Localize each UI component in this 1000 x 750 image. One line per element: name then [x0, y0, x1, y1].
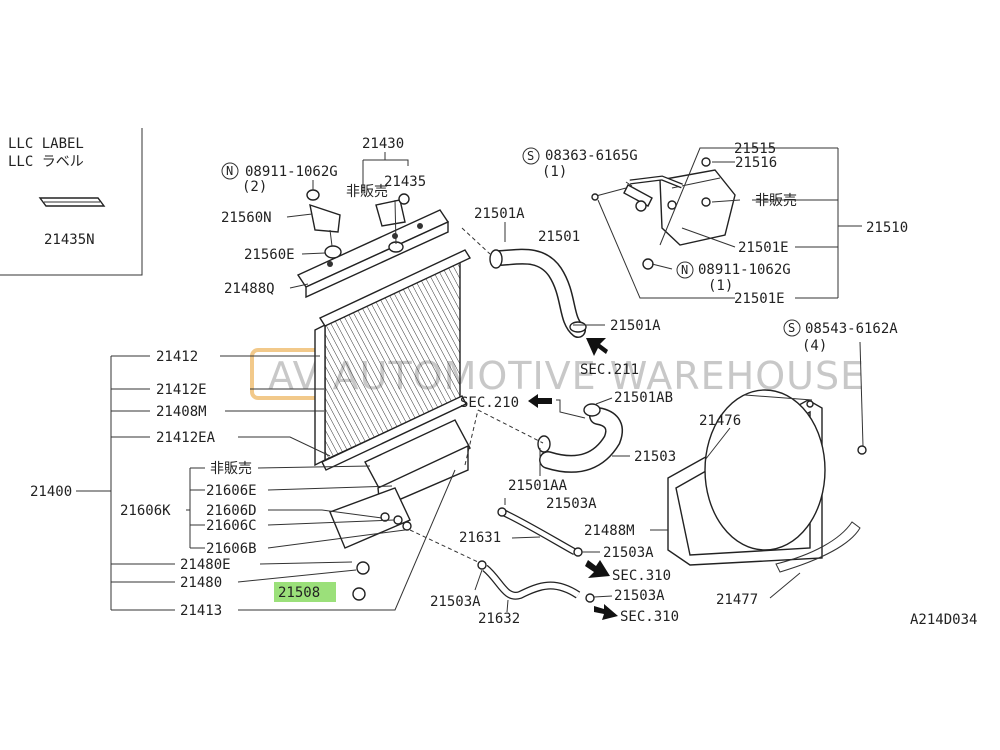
- reservoir-tank: [591, 157, 736, 270]
- label-not-for-sale-right: 非販売: [755, 193, 797, 209]
- section-arrows: [528, 338, 618, 620]
- label-21501[interactable]: 21501: [538, 229, 580, 245]
- label-21408m[interactable]: 21408M: [156, 404, 207, 420]
- label-21632[interactable]: 21632: [478, 611, 520, 627]
- circled-s-icon: [783, 319, 801, 337]
- label-21412[interactable]: 21412: [156, 349, 198, 365]
- label-21412e[interactable]: 21412E: [156, 382, 207, 398]
- label-21606c[interactable]: 21606C: [206, 518, 257, 534]
- label-sec310-1[interactable]: SEC.310: [612, 568, 671, 584]
- label-21480[interactable]: 21480: [180, 575, 222, 591]
- svg-text:S: S: [788, 321, 795, 335]
- label-21430[interactable]: 21430: [362, 136, 404, 152]
- svg-text:N: N: [226, 164, 233, 178]
- label-21503a-3[interactable]: 21503A: [614, 588, 665, 604]
- top-mounts: [306, 189, 410, 259]
- upper-hose: [489, 248, 587, 338]
- label-21488m[interactable]: 21488M: [584, 523, 635, 539]
- label-sec210[interactable]: SEC.210: [460, 395, 519, 411]
- label-21501a-mid[interactable]: 21501A: [610, 318, 661, 334]
- label-21510[interactable]: 21510: [866, 220, 908, 236]
- label-21501e-2[interactable]: 21501E: [734, 291, 785, 307]
- label-08911-top[interactable]: 08911-1062G: [245, 164, 338, 180]
- label-21435n: 21435N: [44, 232, 95, 248]
- small-hoses: [477, 507, 595, 603]
- label-21606d[interactable]: 21606D: [206, 503, 257, 519]
- symbols: N S N S: [221, 147, 801, 337]
- label-21516[interactable]: 21516: [735, 155, 777, 171]
- label-21631[interactable]: 21631: [459, 530, 501, 546]
- arrow-sec210-icon: [528, 394, 552, 408]
- label-qty-1a: (1): [542, 164, 567, 180]
- llc-label-inset: LLC LABEL LLC ラベル 21435N: [0, 128, 143, 276]
- lower-bracket: [329, 419, 471, 601]
- radiator-core: [314, 249, 472, 471]
- label-21413[interactable]: 21413: [180, 603, 222, 619]
- label-21435[interactable]: 21435: [384, 174, 426, 190]
- label-21501aa[interactable]: 21501AA: [508, 478, 568, 494]
- label-qty-2: (2): [242, 179, 267, 195]
- label-21606k[interactable]: 21606K: [120, 503, 171, 519]
- label-21477[interactable]: 21477: [716, 592, 758, 608]
- label-21606e[interactable]: 21606E: [206, 483, 257, 499]
- circled-n-icon: [676, 261, 694, 279]
- diagram-code: A214D034: [910, 612, 977, 628]
- label-21503a-1[interactable]: 21503A: [546, 496, 597, 512]
- label-08543[interactable]: 08543-6162A: [805, 321, 898, 337]
- label-21560n[interactable]: 21560N: [221, 210, 272, 226]
- label-08911-right[interactable]: 08911-1062G: [698, 262, 791, 278]
- label-21488q[interactable]: 21488Q: [224, 281, 275, 297]
- inset-title-jp: LLC ラベル: [8, 154, 84, 170]
- circled-s-icon: [522, 147, 540, 165]
- fan-shroud: [667, 389, 867, 573]
- label-21501a-top[interactable]: 21501A: [474, 206, 525, 222]
- label-sec310-2[interactable]: SEC.310: [620, 609, 679, 625]
- label-21515[interactable]: 21515: [734, 141, 776, 157]
- upper-support: [296, 209, 450, 299]
- label-sec211[interactable]: SEC.211: [580, 362, 639, 378]
- svg-text:N: N: [681, 263, 688, 277]
- label-qty-4: (4): [802, 338, 827, 354]
- label-not-for-sale-left: 非販売: [210, 461, 252, 477]
- label-21503a-4[interactable]: 21503A: [430, 594, 481, 610]
- label-21560e[interactable]: 21560E: [244, 247, 295, 263]
- arrow-sec310-2-icon: [594, 604, 618, 620]
- label-21412ea[interactable]: 21412EA: [156, 430, 216, 446]
- label-21476[interactable]: 21476: [699, 413, 741, 429]
- leader-lines: [76, 147, 864, 613]
- arrow-sec310-1-icon: [585, 560, 610, 578]
- label-21400[interactable]: 21400: [30, 484, 72, 500]
- label-21503a-2[interactable]: 21503A: [603, 545, 654, 561]
- highlight-21508: [274, 582, 336, 602]
- label-21501ab[interactable]: 21501AB: [614, 390, 673, 406]
- arrow-sec211-icon: [586, 338, 608, 356]
- label-08363[interactable]: 08363-6165G: [545, 148, 638, 164]
- label-21501e-1[interactable]: 21501E: [738, 240, 789, 256]
- inset-title-en: LLC LABEL: [8, 136, 84, 152]
- lower-hose: [537, 403, 623, 473]
- label-21508[interactable]: 21508: [278, 585, 320, 601]
- label-qty-1b: (1): [708, 278, 733, 294]
- label-21503[interactable]: 21503: [634, 449, 676, 465]
- label-not-for-sale-top: 非販売: [346, 184, 388, 200]
- label-21480e[interactable]: 21480E: [180, 557, 231, 573]
- label-21606b[interactable]: 21606B: [206, 541, 257, 557]
- part-labels: 21430 21435 非販売 08911-1062G (2) 21560N 2…: [30, 136, 977, 628]
- svg-text:S: S: [527, 149, 534, 163]
- circled-n-icon: [221, 162, 239, 180]
